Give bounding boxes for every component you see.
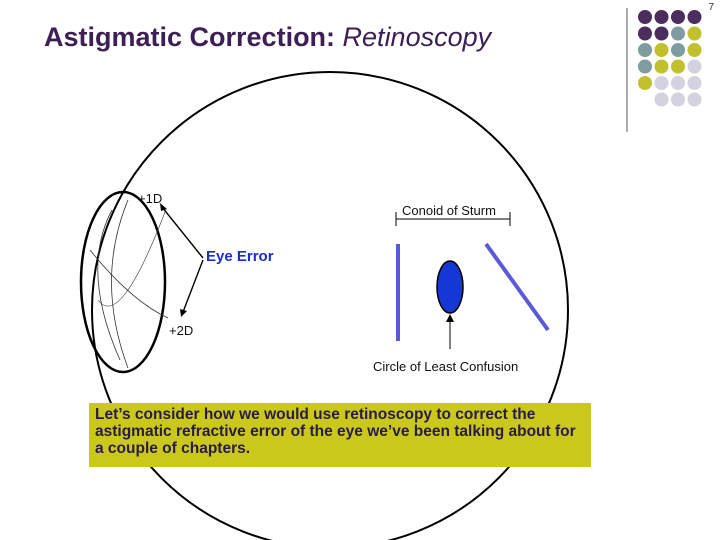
ray-curve bbox=[97, 209, 121, 361]
decorative-dot bbox=[671, 10, 685, 24]
decorative-dot bbox=[687, 59, 702, 74]
label-eye-error: Eye Error bbox=[206, 248, 274, 265]
decorative-dot bbox=[687, 26, 702, 41]
decorative-dot bbox=[638, 76, 652, 90]
eyeball-outline bbox=[91, 71, 569, 540]
decorative-dot bbox=[671, 92, 685, 107]
arrowhead-1d bbox=[160, 203, 167, 211]
label-plus-2d: +2D bbox=[169, 323, 194, 338]
decorative-dot bbox=[654, 92, 669, 107]
arrow-line-2d bbox=[182, 259, 204, 313]
decorative-dot bbox=[654, 59, 669, 74]
note-box: Let’s consider how we would use retinosc… bbox=[89, 403, 591, 467]
oblique-focal-line bbox=[484, 242, 550, 332]
label-plus-1d: +1D bbox=[138, 191, 163, 206]
ray-curve bbox=[97, 211, 166, 307]
decorative-dot bbox=[671, 26, 685, 41]
decorative-dot bbox=[687, 92, 702, 107]
decorative-dot bbox=[654, 26, 669, 41]
arrow-line-1d bbox=[161, 206, 204, 259]
ray-curve bbox=[111, 199, 129, 369]
decorative-dot bbox=[638, 10, 652, 24]
note-text: Let’s consider how we would use retinosc… bbox=[95, 406, 576, 457]
decorative-dot bbox=[687, 43, 702, 57]
decorative-dot bbox=[671, 76, 685, 90]
decorative-dot bbox=[687, 10, 702, 24]
decorative-dot bbox=[638, 26, 652, 41]
decorative-dot bbox=[638, 59, 652, 74]
title-main: Astigmatic Correction: bbox=[44, 22, 343, 52]
decorative-dot bbox=[671, 43, 685, 57]
decorative-dot bbox=[687, 76, 702, 90]
label-circle-of-least-confusion: Circle of Least Confusion bbox=[373, 359, 519, 374]
lens-ellipse bbox=[79, 190, 167, 374]
slide-title: Astigmatic Correction: Retinoscopy bbox=[44, 22, 491, 53]
decorative-dot bbox=[654, 76, 669, 90]
circle-of-least-confusion bbox=[436, 260, 464, 314]
slide-number: 7 bbox=[708, 2, 714, 13]
decorative-dot bbox=[654, 10, 669, 24]
title-subtitle: Retinoscopy bbox=[342, 22, 492, 52]
ray-curve bbox=[89, 249, 169, 319]
decorative-dot-grid bbox=[638, 10, 702, 107]
pointer-arrowhead bbox=[446, 314, 454, 322]
arrowhead-2d bbox=[180, 309, 187, 317]
decorative-dot bbox=[638, 43, 652, 57]
label-conoid-of-sturm: Conoid of Sturm bbox=[402, 203, 496, 218]
decorative-dot bbox=[654, 43, 669, 57]
decorative-dot bbox=[671, 59, 685, 74]
